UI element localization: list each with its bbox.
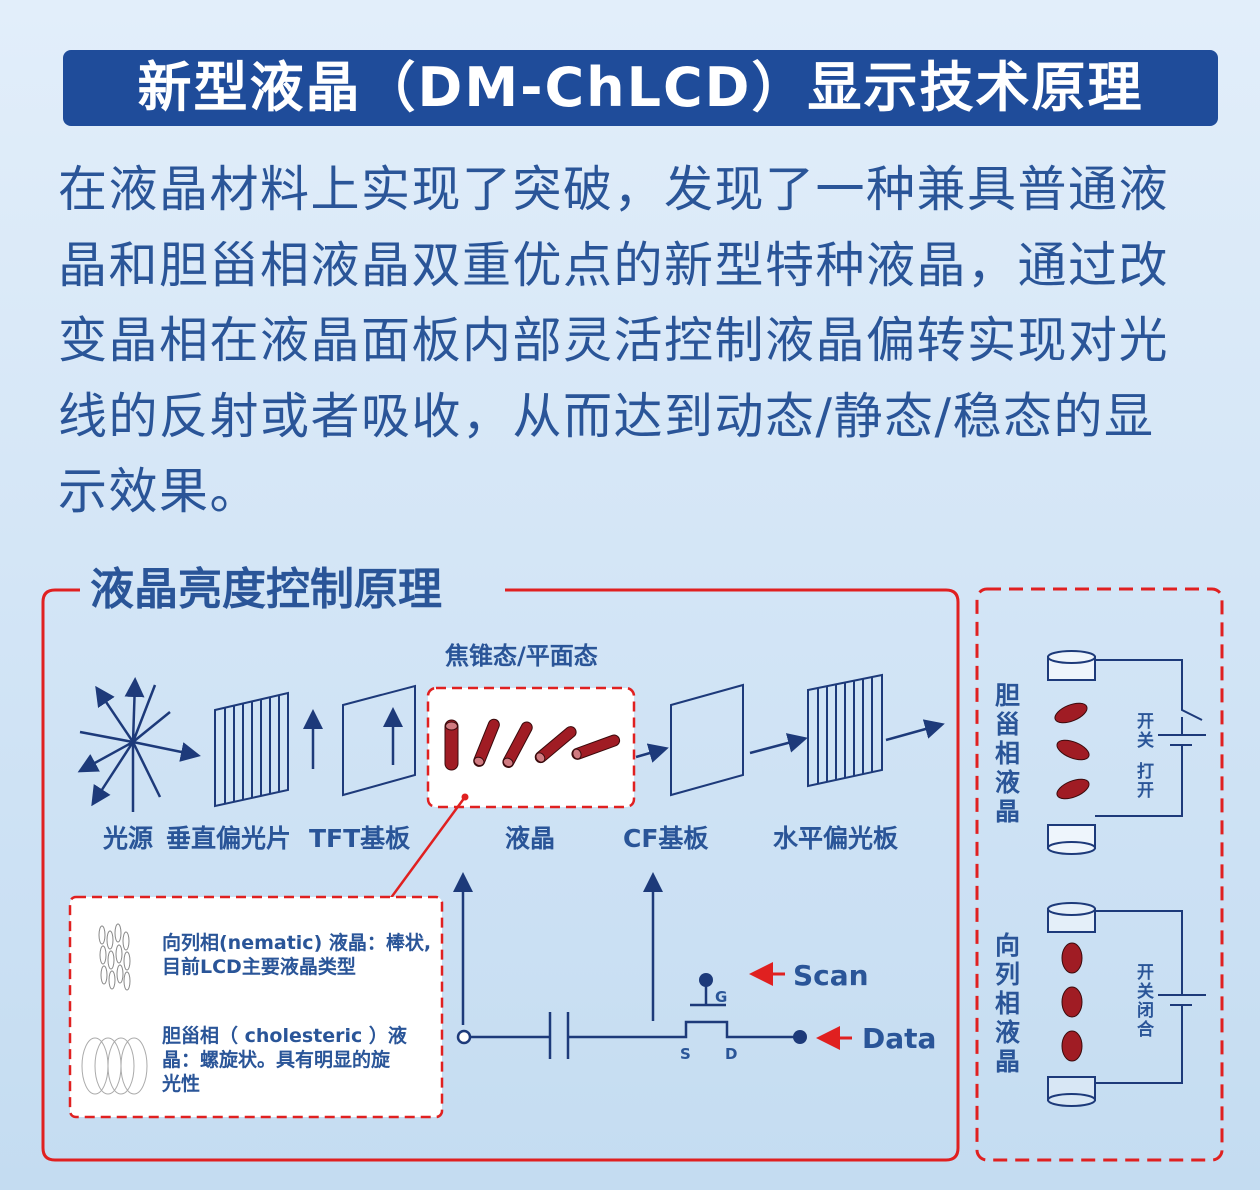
switch-open-label: 开 关 打 开 [1137,712,1154,801]
side-frame [975,587,1224,1162]
section-heading: 液晶亮度控制原理 [90,564,442,615]
electrode-icon [1047,650,1206,855]
svg-text:S: S [680,1045,691,1063]
tft-substrate-icon [342,684,416,797]
description: 在液晶材料上实现了突破，发现了一种兼具普通液 晶和胆甾相液晶双重优点的新型特种液… [58,152,1208,530]
nematic-molecules-icon [1061,942,1083,1062]
switch-closed-label: 开 关 闭 合 [1137,963,1155,1040]
cf-substrate-icon [670,683,744,797]
svg-text:晶：螺旋状。具有明显的旋: 晶：螺旋状。具有明显的旋 [162,1048,391,1071]
liquid-crystal-rods-icon [444,718,621,771]
svg-text:目前LCD主要液晶类型: 目前LCD主要液晶类型 [162,955,356,978]
connector-line [380,796,467,911]
svg-text:G: G [715,988,727,1006]
arrow-icon [749,733,808,755]
svg-text:关: 关 [1137,981,1154,1002]
svg-text:晶: 晶 [995,1047,1020,1076]
data-label: Data [862,1022,936,1055]
state-label: 焦锥态/平面态 [445,642,598,670]
svg-text:开: 开 [1137,963,1154,983]
svg-text:开: 开 [1137,781,1154,801]
transistor-labels: G S D [680,988,737,1063]
description-line: 线的反射或者吸收，从而达到动态/静态/稳态的显 [58,387,1155,445]
horizontal-polarizer-icon [807,673,883,788]
legend-text: 向列相(nematic) 液晶：棒状, 目前LCD主要液晶类型 胆甾相（ cho… [161,931,431,1095]
nematic-side-label: 向 列 相 液 晶 [995,931,1020,1076]
legend-box [68,895,444,1119]
svg-text:打: 打 [1137,761,1154,782]
arrow-icon [635,743,669,763]
svg-text:光性: 光性 [161,1072,200,1095]
svg-text:相: 相 [995,989,1020,1018]
svg-text:开: 开 [1137,712,1154,732]
electrode-icon [1047,902,1206,1107]
svg-text:晶: 晶 [995,797,1020,826]
svg-text:液: 液 [995,768,1020,797]
scan-node [699,973,713,987]
svg-text:向: 向 [995,931,1020,960]
description-line: 变晶相在液晶面板内部灵活控制液晶偏转实现对光 [58,312,1170,369]
svg-text:液: 液 [995,1018,1020,1047]
svg-text:列: 列 [995,960,1020,989]
description-line: 在液晶材料上实现了突破，发现了一种兼具普通液 [58,161,1170,218]
svg-text:甾: 甾 [995,710,1020,739]
light-source-icon [77,677,201,812]
svg-text:合: 合 [1137,1019,1155,1040]
svg-text:胆: 胆 [995,681,1020,710]
description-line: 示效果。 [58,463,261,520]
cholesteric-molecules-icon [1054,702,1090,800]
svg-text:向列相(nematic) 液晶：棒状,: 向列相(nematic) 液晶：棒状, [162,931,431,954]
vertical-polarizer-icon [214,691,289,808]
svg-text:闭: 闭 [1137,1000,1154,1021]
data-node [793,1030,807,1044]
main-frame [41,588,960,1162]
description-line: 晶和胆甾相液晶双重优点的新型特种液晶，通过改 [58,236,1170,294]
scan-label: Scan [793,959,869,992]
arrow-icon [885,719,945,742]
cholesteric-icon [81,1037,148,1095]
svg-text:D: D [725,1045,737,1063]
svg-text:胆甾相（ cholesteric ）液: 胆甾相（ cholesteric ）液 [162,1024,408,1047]
cholesteric-side-label: 胆 甾 相 液 晶 [995,681,1020,826]
tft-circuit [453,872,800,1059]
page-title: 新型液晶（DM-ChLCD）显示技术原理 [63,50,1218,126]
component-labels: 光源 垂直偏光片 TFT基板 液晶 CF基板 水平偏光板 [102,824,898,853]
svg-text:关: 关 [1137,730,1154,751]
liquid-crystal-box [426,686,636,809]
nematic-icon [98,923,131,991]
svg-text:相: 相 [995,739,1020,768]
